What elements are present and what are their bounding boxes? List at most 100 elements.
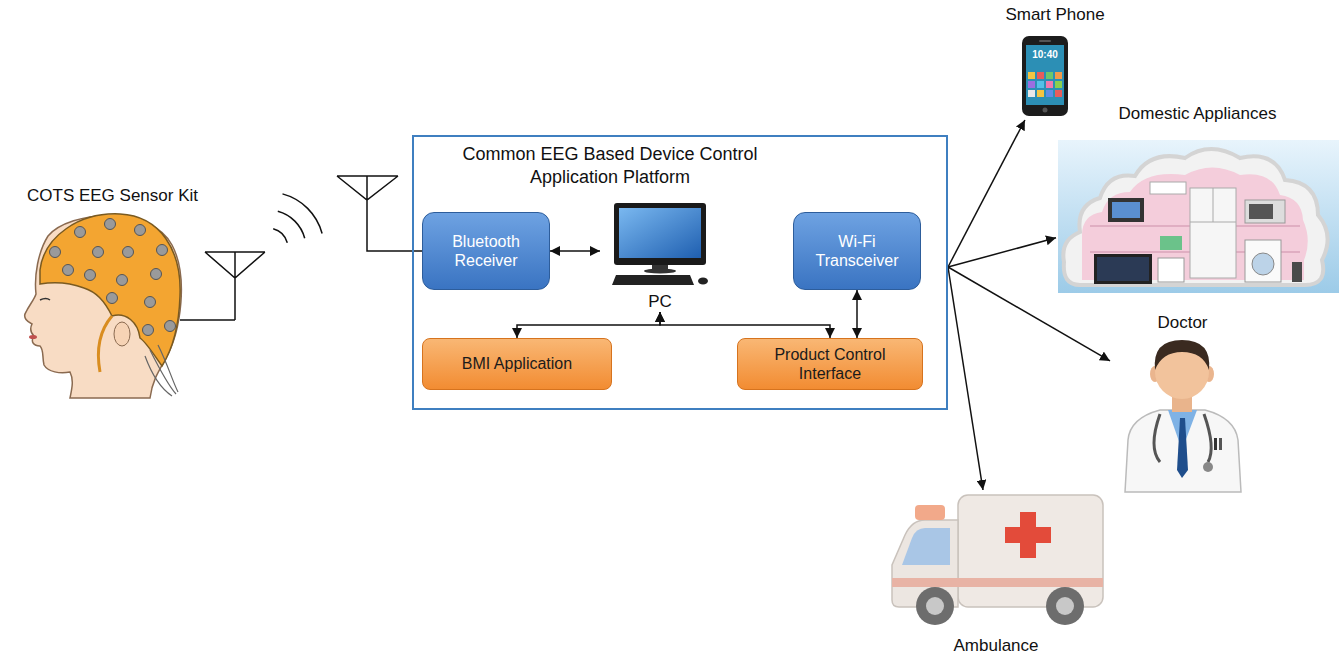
ambulance-icon	[916, 587, 954, 625]
ambulance-icon	[902, 528, 950, 565]
smartphone-icon	[1022, 36, 1068, 116]
appliances-illustration	[1292, 262, 1302, 282]
node-label: Bluetooth Receiver	[431, 232, 541, 270]
appliances-illustration	[1097, 257, 1149, 281]
eeg-head-illustration	[99, 316, 113, 372]
module-box: Wi-Fi Transceiver	[793, 212, 921, 290]
device-node: Domestic Appliances	[1056, 104, 1339, 295]
connector-arrow	[948, 267, 983, 490]
device-node: Smart Phone	[990, 5, 1120, 120]
antenna-symbol	[205, 252, 265, 320]
smartphone-icon	[1043, 108, 1048, 113]
eeg-head-illustration	[135, 225, 146, 236]
pc-node: PC	[600, 200, 720, 312]
doctor-icon	[1155, 340, 1210, 370]
smartphone-icon	[1028, 72, 1035, 79]
pc-icon	[644, 269, 676, 274]
smartphone-icon	[1028, 81, 1035, 88]
ambulance-icon	[1046, 587, 1084, 625]
sensor-kit: COTS EEG Sensor Kit	[5, 186, 220, 400]
node-label: Common EEG Based Device Control Applicat…	[440, 143, 780, 188]
radio-waves	[283, 194, 323, 234]
node-label: Wi-Fi Transceiver	[802, 232, 912, 270]
smartphone-icon	[1046, 81, 1053, 88]
platform-frame: Common EEG Based Device Control Applicat…	[412, 135, 948, 410]
eeg-head-illustration	[29, 335, 37, 339]
node-label: Ambulance	[953, 636, 1038, 656]
doctor-icon	[1125, 340, 1241, 492]
eeg-head-illustration	[145, 297, 156, 308]
eeg-head-illustration	[151, 269, 162, 280]
eeg-head-illustration	[145, 356, 172, 396]
appliances-illustration	[1112, 202, 1140, 218]
eeg-head-illustration	[40, 214, 180, 366]
connector-arrow	[948, 267, 1110, 361]
appliances-illustration	[1252, 253, 1274, 275]
smartphone-icon	[1055, 72, 1062, 79]
appliances-illustration	[1063, 149, 1327, 285]
smartphone-icon	[1055, 81, 1062, 88]
software-box: BMI Application	[422, 338, 612, 390]
eeg-head-illustration	[117, 275, 128, 286]
smartphone-icon	[1046, 72, 1053, 79]
label-slot: 10:40	[1026, 49, 1064, 60]
doctor-icon	[1154, 414, 1211, 462]
eeg-head-illustration	[143, 325, 154, 336]
node-label: Smart Phone	[1005, 5, 1104, 25]
ambulance-icon	[892, 495, 1103, 625]
smartphone-icon	[1037, 90, 1044, 97]
ambulance-icon	[1005, 527, 1051, 543]
recipient-node: Doctor	[1110, 313, 1255, 493]
smartphone-icon	[1039, 40, 1051, 42]
doctor-icon	[1214, 438, 1217, 450]
smartphone-icon	[1028, 90, 1035, 97]
eeg-head-illustration	[107, 293, 118, 304]
node-label: Doctor	[1157, 313, 1207, 333]
radio-waves	[278, 211, 305, 238]
smartphone-icon	[1022, 36, 1068, 116]
ambulance-icon	[915, 505, 945, 520]
appliances-illustration	[1058, 140, 1339, 293]
node-label: BMI Application	[462, 354, 572, 373]
ambulance-icon	[1056, 597, 1074, 615]
ambulance-icon	[926, 597, 944, 615]
pc-icon	[612, 275, 694, 285]
eeg-head-illustration	[105, 219, 116, 230]
antenna-symbol	[337, 176, 422, 251]
connector-arrow	[948, 238, 1056, 267]
eeg-head-illustration	[93, 247, 104, 258]
node-label: Domestic Appliances	[1119, 104, 1277, 124]
appliances-illustration	[1190, 188, 1236, 278]
appliances-illustration	[1160, 236, 1182, 250]
doctor-icon	[1125, 410, 1241, 492]
antenna-symbol	[337, 176, 422, 251]
appliances-illustration	[1245, 240, 1281, 282]
eeg-head-illustration	[158, 345, 178, 392]
node-label: Product Control Interface	[746, 345, 914, 383]
pc-icon	[698, 278, 708, 285]
appliances-illustration	[1082, 168, 1308, 281]
smartphone-icon	[1037, 81, 1044, 88]
appliances-illustration	[1108, 198, 1144, 222]
eeg-head-illustration	[40, 299, 50, 301]
eeg-head-illustration	[180, 319, 235, 321]
connector-arrow	[948, 120, 1025, 267]
connector-arrow	[856, 290, 858, 338]
eeg-head-illustration	[50, 219, 176, 336]
appliances-illustration	[1058, 140, 1339, 293]
appliances-illustration	[1249, 204, 1273, 219]
ambulance-icon	[958, 495, 1103, 607]
connector-arrow	[660, 312, 830, 338]
clock-label: 10:40	[1026, 49, 1064, 60]
smartphone-icon	[1037, 72, 1044, 79]
eeg-head-illustration	[145, 345, 178, 396]
eeg-head-illustration	[50, 247, 61, 258]
pc-icon	[612, 203, 708, 285]
eeg-head-illustration	[165, 321, 176, 332]
eeg-head-illustration	[85, 270, 96, 281]
smartphone-icon	[1046, 90, 1053, 97]
appliances-illustration	[1158, 258, 1184, 282]
eeg-head-illustration	[123, 247, 134, 258]
